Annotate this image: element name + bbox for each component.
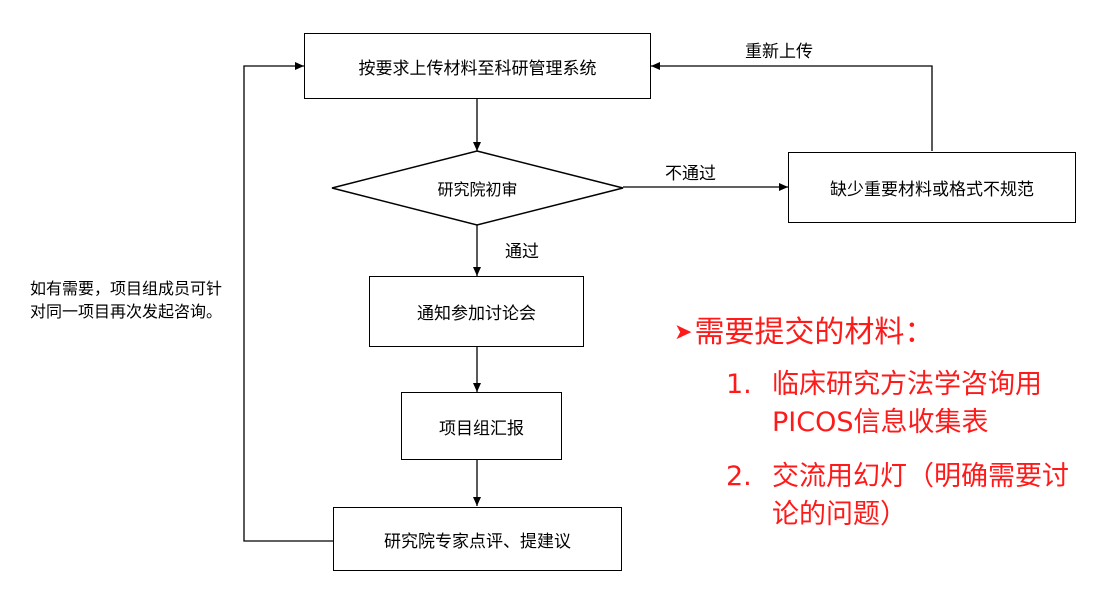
missing-box: 缺少重要材料或格式不规范 (788, 152, 1076, 223)
list-item-text: 交流用幻灯（明确需要讨论的问题） (772, 461, 1069, 530)
materials-list: 1. 临床研究方法学咨询用PICOS信息收集表 2. 交流用幻灯（明确需要讨论的… (674, 366, 1094, 534)
materials-heading: ➤需要提交的材料： (674, 312, 1094, 354)
comment-box: 研究院专家点评、提建议 (333, 507, 622, 571)
list-item-number: 1. (726, 369, 752, 400)
arrow-loop-back (243, 62, 333, 542)
arrow-bullet-icon: ➤ (674, 320, 693, 345)
list-item: 2. 交流用幻灯（明确需要讨论的问题） (674, 458, 1094, 534)
list-item: 1. 临床研究方法学咨询用PICOS信息收集表 (674, 366, 1094, 442)
reupload-label: 重新上传 (745, 42, 813, 62)
review-diamond (331, 150, 624, 226)
report-box: 项目组汇报 (401, 392, 562, 460)
materials-panel: ➤需要提交的材料： 1. 临床研究方法学咨询用PICOS信息收集表 2. 交流用… (674, 312, 1094, 550)
review-label: 研究院初审 (437, 180, 518, 199)
side-note: 如有需要，项目组成员可针对同一项目再次发起咨询。 (30, 279, 223, 321)
pass-label: 通过 (505, 242, 539, 262)
fail-label: 不通过 (665, 164, 716, 184)
upload-box: 按要求上传材料至科研管理系统 (304, 33, 651, 99)
list-item-number: 2. (726, 461, 752, 492)
arrow-missing-to-upload (651, 62, 933, 151)
materials-heading-text: 需要提交的材料： (694, 315, 935, 350)
list-item-text: 临床研究方法学咨询用PICOS信息收集表 (772, 369, 1042, 438)
notify-box: 通知参加讨论会 (369, 276, 584, 347)
